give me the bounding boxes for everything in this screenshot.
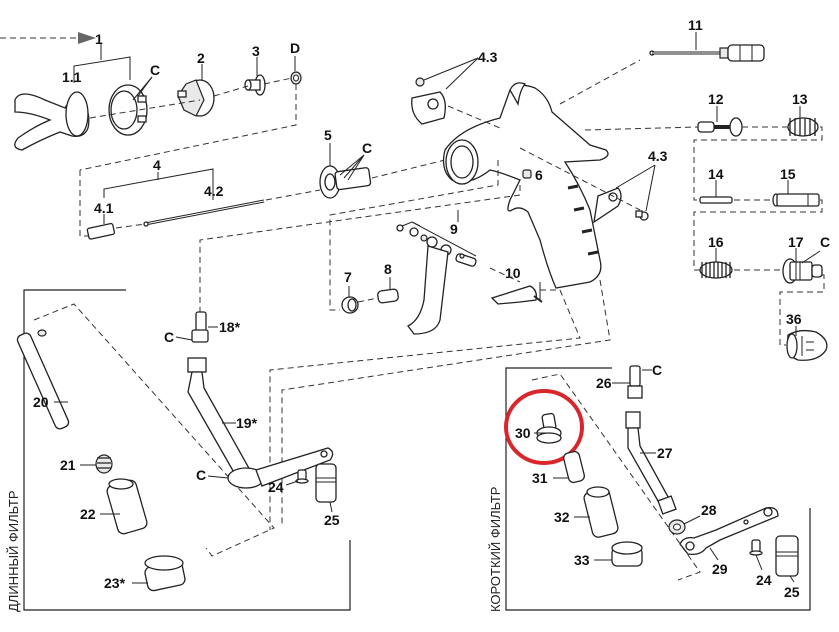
- part-4-1-needle-tip[interactable]: [86, 214, 116, 240]
- label-c-part-26: C: [652, 362, 662, 378]
- part-33-filter-nut[interactable]: [611, 541, 643, 567]
- label-part-20: 20: [33, 394, 49, 410]
- label-c-part-1: C: [150, 62, 160, 78]
- part-d-o-ring[interactable]: [290, 71, 302, 85]
- label-part-15: 15: [780, 166, 796, 182]
- part-12-valve-stem[interactable]: [697, 117, 743, 137]
- part-28-nut[interactable]: [668, 519, 686, 535]
- part-26-connector[interactable]: [627, 365, 643, 399]
- label-part-4-1: 4.1: [94, 200, 114, 216]
- short-filter-frame: [505, 367, 811, 611]
- label-c-part-19: C: [196, 467, 206, 483]
- label-part-31: 31: [532, 470, 548, 486]
- part-10-trigger-stop[interactable]: [490, 285, 543, 305]
- label-part-12: 12: [708, 91, 724, 107]
- label-part-23: 23*: [104, 575, 126, 591]
- label-part-1-1: 1.1: [62, 69, 82, 85]
- highlight-circle-part-30: [504, 389, 584, 465]
- label-part-4-3-side: 4.3: [648, 148, 668, 164]
- part-11-needle-adjuster[interactable]: [649, 44, 765, 62]
- part-20-filter-tube[interactable]: [16, 329, 70, 430]
- label-part-24-short: 24: [756, 572, 772, 588]
- label-c-part-17: C: [820, 234, 830, 250]
- part-9-trigger-kit[interactable]: [396, 221, 477, 335]
- label-c-part-5: C: [362, 140, 372, 156]
- label-part-22: 22: [80, 506, 96, 522]
- part-31-filter-insert[interactable]: [563, 450, 586, 484]
- label-part-14: 14: [708, 166, 724, 182]
- label-part-17: 17: [788, 234, 804, 250]
- part-29-bracket[interactable]: [679, 507, 779, 556]
- long-filter-frame: [23, 289, 351, 611]
- label-part-25-short: 25: [784, 584, 800, 600]
- gun-body[interactable]: [442, 82, 609, 289]
- label-part-13: 13: [792, 91, 808, 107]
- part-30-filter-fitting[interactable]: [536, 412, 562, 444]
- bracket-4: [103, 168, 214, 200]
- part-3-nozzle-seal[interactable]: [244, 74, 266, 96]
- label-part-26: 26: [596, 375, 612, 391]
- label-part-7: 7: [344, 269, 352, 285]
- entry-arrow: [0, 32, 96, 44]
- label-part-27: 27: [657, 445, 673, 461]
- part-36-adjustment-knob[interactable]: [786, 329, 828, 361]
- label-part-d: D: [290, 40, 300, 56]
- label-part-19: 19*: [236, 415, 258, 431]
- part-4-2-needle-rod[interactable]: [143, 199, 265, 227]
- part-1-1-tip-guard[interactable]: [14, 91, 90, 151]
- part-8-packing[interactable]: [377, 288, 399, 304]
- label-part-30: 30: [515, 425, 531, 441]
- label-part-8: 8: [384, 261, 392, 277]
- part-23-filter-nut[interactable]: [144, 555, 186, 592]
- bracket-1: [73, 44, 131, 83]
- part-4-3-side-plate[interactable]: [593, 187, 649, 224]
- label-part-4-2: 4.2: [204, 183, 224, 199]
- part-18-connector[interactable]: [191, 311, 209, 343]
- short-filter-title: КОРОТКИЙ ФИЛЬТР: [488, 487, 503, 612]
- label-part-4: 4: [153, 157, 161, 173]
- label-part-11: 11: [688, 17, 703, 33]
- part-19-fluid-tube[interactable]: [187, 357, 334, 489]
- part-6-screw[interactable]: [522, 169, 532, 179]
- long-filter-title: ДЛИННЫЙ ФИЛЬТР: [6, 490, 21, 612]
- part-24-screw-short[interactable]: [749, 539, 763, 556]
- part-16-spring[interactable]: [699, 261, 733, 279]
- part-13-spring[interactable]: [787, 117, 819, 137]
- label-part-36: 36: [786, 311, 802, 327]
- part-32-filter-housing[interactable]: [583, 486, 619, 538]
- part-17-valve-seat[interactable]: [782, 258, 823, 284]
- part-25-fitting-short[interactable]: [775, 535, 799, 577]
- label-part-4-3-top: 4.3: [478, 49, 498, 65]
- label-part-24-long: 24: [268, 479, 284, 495]
- part-14-pin[interactable]: [699, 196, 733, 204]
- part-5-fluid-nozzle[interactable]: [319, 165, 372, 199]
- label-part-5: 5: [324, 127, 332, 143]
- part-4-3-top-bracket[interactable]: [411, 77, 446, 125]
- part-7-nut[interactable]: [341, 296, 359, 314]
- label-part-1: 1: [95, 31, 103, 47]
- part-15-valve-housing[interactable]: [772, 193, 820, 207]
- label-part-25-long: 25: [324, 512, 340, 528]
- label-part-28: 28: [701, 502, 717, 518]
- label-part-6: 6: [535, 167, 543, 183]
- label-part-16: 16: [708, 234, 724, 250]
- label-part-29: 29: [712, 561, 728, 577]
- label-c-part-18: C: [164, 329, 174, 345]
- part-27-fluid-tube[interactable]: [625, 411, 677, 515]
- part-25-fitting-long[interactable]: [315, 463, 337, 503]
- part-24-screw-long[interactable]: [295, 469, 309, 484]
- label-part-18: 18*: [219, 319, 241, 335]
- label-part-2: 2: [197, 50, 205, 66]
- label-part-32: 32: [554, 509, 570, 525]
- part-21-spring[interactable]: [95, 454, 113, 474]
- label-part-21: 21: [60, 457, 76, 473]
- part-2-air-cap[interactable]: [177, 79, 215, 117]
- label-part-9: 9: [450, 221, 458, 237]
- label-part-3: 3: [252, 43, 260, 59]
- part-1-retaining-nut[interactable]: [108, 84, 148, 136]
- part-22-filter-housing[interactable]: [106, 478, 149, 535]
- label-part-33: 33: [574, 552, 590, 568]
